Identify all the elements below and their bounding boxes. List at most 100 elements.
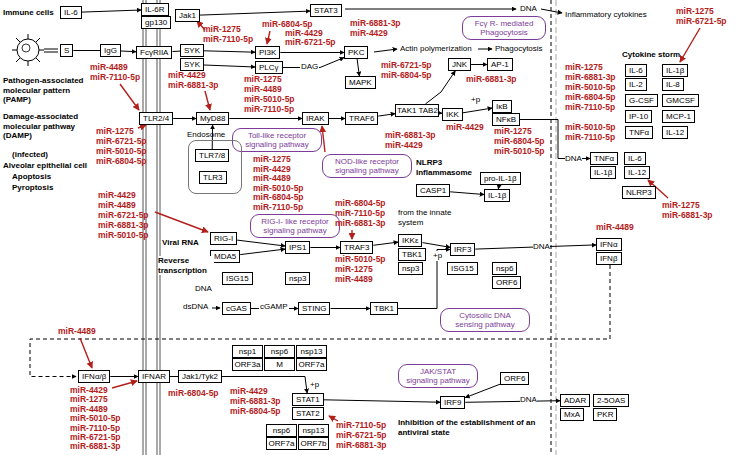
gene-box: CASP1 (416, 184, 450, 197)
arrow-connector (121, 51, 136, 53)
note-label: Cytokine storm (622, 50, 680, 60)
mirna-label: miR-6721-5p (381, 60, 432, 70)
gene-box: TNFα (590, 152, 618, 165)
node-label: cGAS (226, 304, 247, 313)
mirna-label: miR-7110-5p (203, 34, 253, 44)
gene-box: MxA (560, 408, 584, 421)
mirna-arrow (351, 230, 352, 239)
node-label: IKKε (402, 236, 418, 245)
node-label: RIG-I- like receptor signaling pathway (257, 217, 333, 235)
note-label: Inflammatory cytokines (565, 10, 647, 20)
gene-box: nsp6 (492, 262, 517, 275)
mirna-label: miR-4489 (98, 200, 136, 210)
gene-box: IRAK (302, 112, 329, 125)
arrow-connector (200, 11, 310, 15)
node-label: TLR3 (203, 173, 223, 182)
node-label: nsp3 (402, 264, 419, 273)
edge-label: DAG (300, 62, 319, 72)
mirna-label: miR-6804-5p (230, 406, 281, 416)
mirna-label: miR-1275 (676, 6, 714, 16)
gene-box: TRAF6 (345, 112, 378, 125)
mirna-arrow (155, 212, 208, 232)
arrow-connector (310, 247, 340, 248)
gene-box: TAK1 TAB2 (395, 104, 439, 117)
mirna-label: miR-6721-5p (285, 37, 336, 47)
transcription-arrow (541, 9, 562, 13)
mirna-label: miR-1275 (244, 74, 282, 84)
mirna-arrow (112, 381, 137, 388)
arrow-connector (173, 118, 196, 119)
mirna-label: miR-5010-5p (335, 254, 386, 264)
mirna-label: miR-7110-5p (70, 423, 120, 433)
mirna-label: miR-6721-5p (336, 430, 387, 440)
node-label: ORF7a (298, 360, 325, 369)
mirna-label: miR-4429 (70, 385, 108, 395)
gene-box: GMCSF (662, 94, 699, 107)
mirna-label: miR-4489 (58, 326, 96, 336)
mirna-label: miR-4429 (253, 164, 291, 174)
node-label: Fcγ R- mediated Phagocytosis (469, 19, 539, 37)
gene-box: MyD88 (196, 112, 229, 125)
mirna-label: miR-6804-5p (168, 388, 219, 398)
virus-spikes (12, 34, 44, 66)
gene-box: M (264, 358, 295, 371)
mirna-label: miR-4429 (446, 122, 484, 132)
gene-box: ORF7a (296, 358, 327, 371)
mirna-label: miR-6881-3p (385, 130, 436, 140)
arrow-connector (373, 242, 398, 245)
node-label: S (64, 46, 69, 55)
node-label: TNFα (629, 128, 649, 137)
arrow-connector (240, 249, 285, 255)
mirna-label: miR-7110-5p (565, 132, 615, 142)
node-label: SYK (184, 60, 200, 69)
pathway-box: RIG-I- like receptor signaling pathway (250, 214, 340, 238)
node-label: IFNAR (142, 372, 166, 381)
gene-box: FcγRIIA (136, 46, 172, 59)
arrow-connector (463, 108, 492, 113)
mirna-label: miR-5010-5p (253, 183, 304, 193)
arrow-connector (465, 401, 560, 403)
node-label: AP-1 (491, 60, 509, 69)
mirna-label: miR-1275 (253, 154, 291, 164)
mirna-label: miR-6881-3p (336, 440, 387, 450)
gene-box: nsp6 (266, 424, 297, 437)
gene-box: STAT2 (292, 407, 324, 420)
node-label: ISG15 (451, 264, 474, 273)
mirna-label: miR-6721-5p (70, 432, 121, 442)
region-divider (556, 0, 557, 455)
mirna-arrow (138, 125, 146, 128)
mirna-label: miR-6804-5p (335, 198, 386, 208)
gene-box: NLRP3 (622, 186, 656, 199)
gene-box: IL-6R (141, 3, 169, 16)
gene-box: PKC (344, 46, 368, 59)
mirna-label: miR-7110-5p (244, 104, 294, 114)
gene-box: IκB (492, 100, 512, 113)
gene-box: nsp13 (298, 424, 329, 437)
gene-box: IP-10 (625, 110, 652, 123)
pathway-box: Toll-like receptor signaling pathway (232, 128, 322, 152)
mirna-label: miR-4429 (98, 190, 136, 200)
mirna-arrow (322, 126, 325, 152)
gene-box: TBK1 (398, 248, 426, 261)
mirna-label: miR-6721-5p (96, 136, 147, 146)
node-label: MAPK (349, 78, 372, 87)
gene-box: IL-6 (624, 152, 646, 165)
arrow-connector (229, 118, 302, 119)
binding-line (44, 49, 58, 52)
mirna-label: miR-4429 (350, 28, 388, 38)
arrow-connector (110, 376, 138, 377)
mirna-label: miR-6881-3p (98, 220, 149, 230)
arrow-connector (329, 118, 345, 119)
node-label: IRF9 (444, 398, 461, 407)
gene-box: IFNα (596, 238, 622, 251)
membrane-line (157, 0, 158, 455)
node-label: IKK (446, 110, 459, 119)
gene-box: RIG-I (210, 232, 237, 245)
mirna-label: miR-4429 (285, 28, 323, 38)
mirna-label: miR-1275 (335, 264, 373, 274)
mirna-label: miR-6804-5p (565, 92, 616, 102)
node-label: NOD-like receptor signaling pathway (329, 157, 405, 175)
gene-box: TLR2/4 (139, 112, 173, 125)
mirna-arrow (267, 31, 270, 44)
gene-box: MCP-1 (662, 110, 695, 123)
